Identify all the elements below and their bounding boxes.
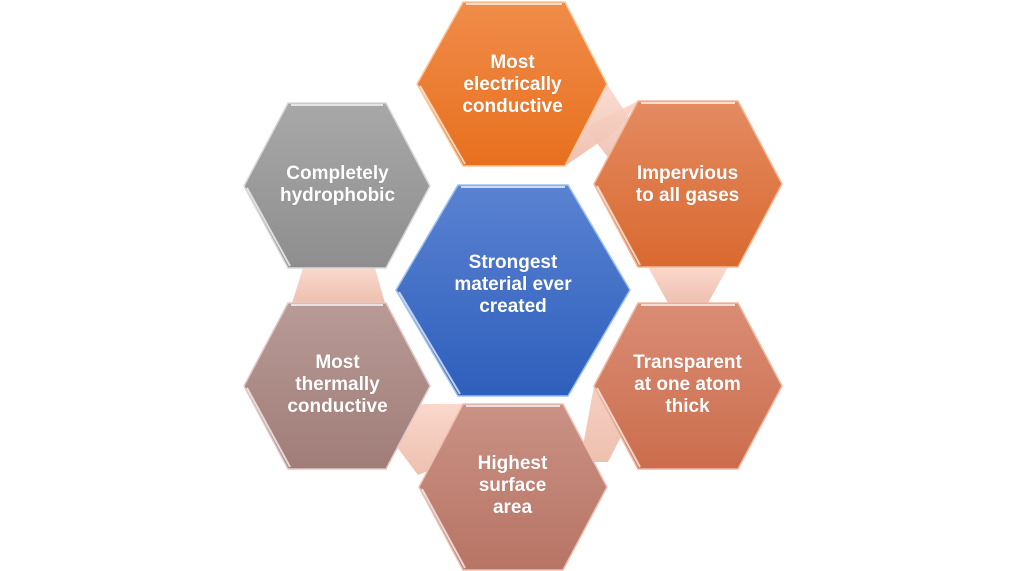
hexagon-top[interactable]: [416, 1, 608, 167]
hexagon-upper-right[interactable]: [593, 100, 783, 268]
connector-upper-right-to-lower-right: [648, 267, 728, 303]
hexagon-upper-left[interactable]: [243, 102, 431, 269]
hexagon-bottom[interactable]: [418, 403, 608, 571]
hexagon-lower-right[interactable]: [593, 302, 783, 470]
connector-lower-left-to-upper-left: [292, 268, 385, 303]
hexagon-lower-left[interactable]: [243, 302, 431, 470]
hexagon-center[interactable]: [395, 184, 631, 397]
bevel-highlights: [246, 3, 735, 569]
